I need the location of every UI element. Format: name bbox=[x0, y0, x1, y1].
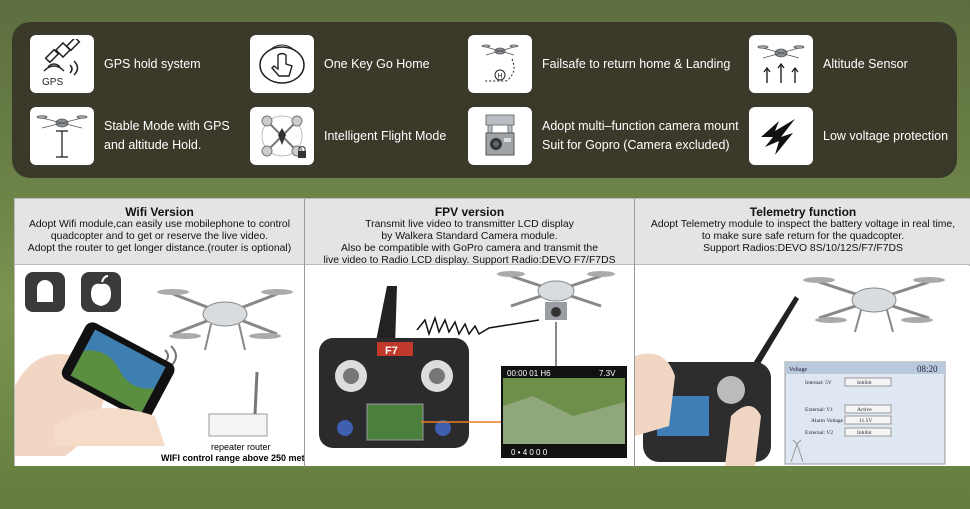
row-label: External: V1 bbox=[805, 407, 833, 413]
feature-low-voltage: Low voltage protection bbox=[749, 107, 948, 165]
feature-camera-mount: Adopt multi–function camera mount Suit f… bbox=[468, 107, 739, 165]
column-header: Telemetry function Adopt Telemetry modul… bbox=[635, 199, 970, 265]
altitude-drone-icon bbox=[749, 35, 813, 93]
feature-label: One Key Go Home bbox=[324, 56, 430, 71]
range-caption: WIFI control range above 250 meters bbox=[161, 453, 304, 463]
column-description: Transmit live video to transmitter LCD d… bbox=[323, 219, 616, 266]
row-label: Alarm Voltage bbox=[811, 418, 844, 424]
stable-drone-icon bbox=[30, 107, 94, 165]
radio-transmitter-image: F7 bbox=[319, 286, 469, 448]
column-title: Telemetry function bbox=[749, 205, 857, 219]
feature-one-key-go-home: One Key Go Home bbox=[250, 35, 430, 93]
column-description: Adopt Wifi module,can easily use mobilep… bbox=[27, 219, 292, 254]
feature-label: Altitude Sensor bbox=[823, 56, 908, 71]
osd-bottom: 0 • 4 0 0 0 bbox=[511, 448, 548, 457]
return-home-drone-icon: H bbox=[468, 35, 532, 93]
row-value: Inhibit bbox=[857, 430, 872, 436]
telemetry-illustration: Voltage 08:20 Internal: 5V Inhibit Exter… bbox=[635, 266, 970, 466]
row-label: Internal: 5V bbox=[805, 380, 832, 386]
osd-time: 00:00 01 H6 bbox=[507, 369, 551, 378]
feature-label: Adopt multi–function camera mount Suit f… bbox=[542, 119, 739, 152]
router-caption: repeater router bbox=[211, 442, 271, 452]
home-icon-text: H bbox=[498, 73, 503, 80]
feature-panel: GPS GPS hold system One Key Go Home bbox=[12, 22, 957, 178]
row-value: 11.5V bbox=[859, 418, 872, 424]
touch-hand-icon bbox=[250, 35, 314, 93]
osd-voltage: 7.3V bbox=[599, 369, 616, 378]
quadcopter-image bbox=[803, 277, 945, 333]
telemetry-screen: Voltage 08:20 Internal: 5V Inhibit Exter… bbox=[784, 361, 946, 465]
column-header: Wifi Version Adopt Wifi module,can easil… bbox=[15, 199, 304, 265]
column-description: Adopt Telemetry module to inspect the ba… bbox=[650, 219, 956, 254]
quadcopter-image bbox=[157, 289, 293, 351]
lightning-icon bbox=[749, 107, 813, 165]
fpv-version-column: FPV version Transmit live video to trans… bbox=[305, 199, 635, 467]
column-title: FPV version bbox=[434, 205, 505, 219]
feature-label: Failsafe to return home & Landing bbox=[542, 56, 731, 71]
radio-logo: F7 bbox=[385, 345, 398, 357]
feature-altitude-sensor: Altitude Sensor bbox=[749, 35, 908, 93]
feature-label: Intelligent Flight Mode bbox=[324, 128, 447, 143]
row-value: Active bbox=[857, 407, 872, 413]
router-image bbox=[208, 413, 268, 437]
versions-panel: Wifi Version Adopt Wifi module,can easil… bbox=[14, 198, 970, 467]
wifi-illustration: repeater router WIFI control range above… bbox=[15, 266, 304, 466]
camera-mount-icon bbox=[468, 107, 532, 165]
screen-time: 08:20 bbox=[917, 364, 938, 374]
feature-label: GPS hold system bbox=[104, 56, 201, 71]
row-label: External: V2 bbox=[805, 430, 833, 436]
row-value: Inhibit bbox=[857, 380, 872, 386]
feature-stable-mode: Stable Mode with GPS and altitude Hold. bbox=[30, 107, 230, 165]
gps-satellite-icon: GPS bbox=[30, 35, 94, 93]
feature-label: Low voltage protection bbox=[823, 128, 949, 143]
wifi-version-column: Wifi Version Adopt Wifi module,can easil… bbox=[15, 199, 305, 467]
fpv-video-screen: 00:00 01 H6 7.3V 0 • 4 0 0 0 bbox=[501, 366, 627, 458]
column-header: FPV version Transmit live video to trans… bbox=[305, 199, 634, 266]
gps-icon-text: GPS bbox=[42, 77, 63, 88]
feature-label: Stable Mode with GPS and altitude Hold. bbox=[104, 119, 230, 152]
feature-failsafe-return: H Failsafe to return home & Landing bbox=[468, 35, 730, 93]
feature-intelligent-flight: Intelligent Flight Mode bbox=[250, 107, 446, 165]
fpv-illustration: F7 bbox=[305, 266, 634, 466]
telemetry-column: Telemetry function Adopt Telemetry modul… bbox=[635, 199, 970, 467]
feature-gps-hold: GPS GPS hold system bbox=[30, 35, 201, 93]
quadcopter-image bbox=[497, 271, 615, 320]
intelligent-drone-icon bbox=[250, 107, 314, 165]
screen-title: Voltage bbox=[789, 367, 808, 373]
column-title: Wifi Version bbox=[125, 205, 194, 219]
